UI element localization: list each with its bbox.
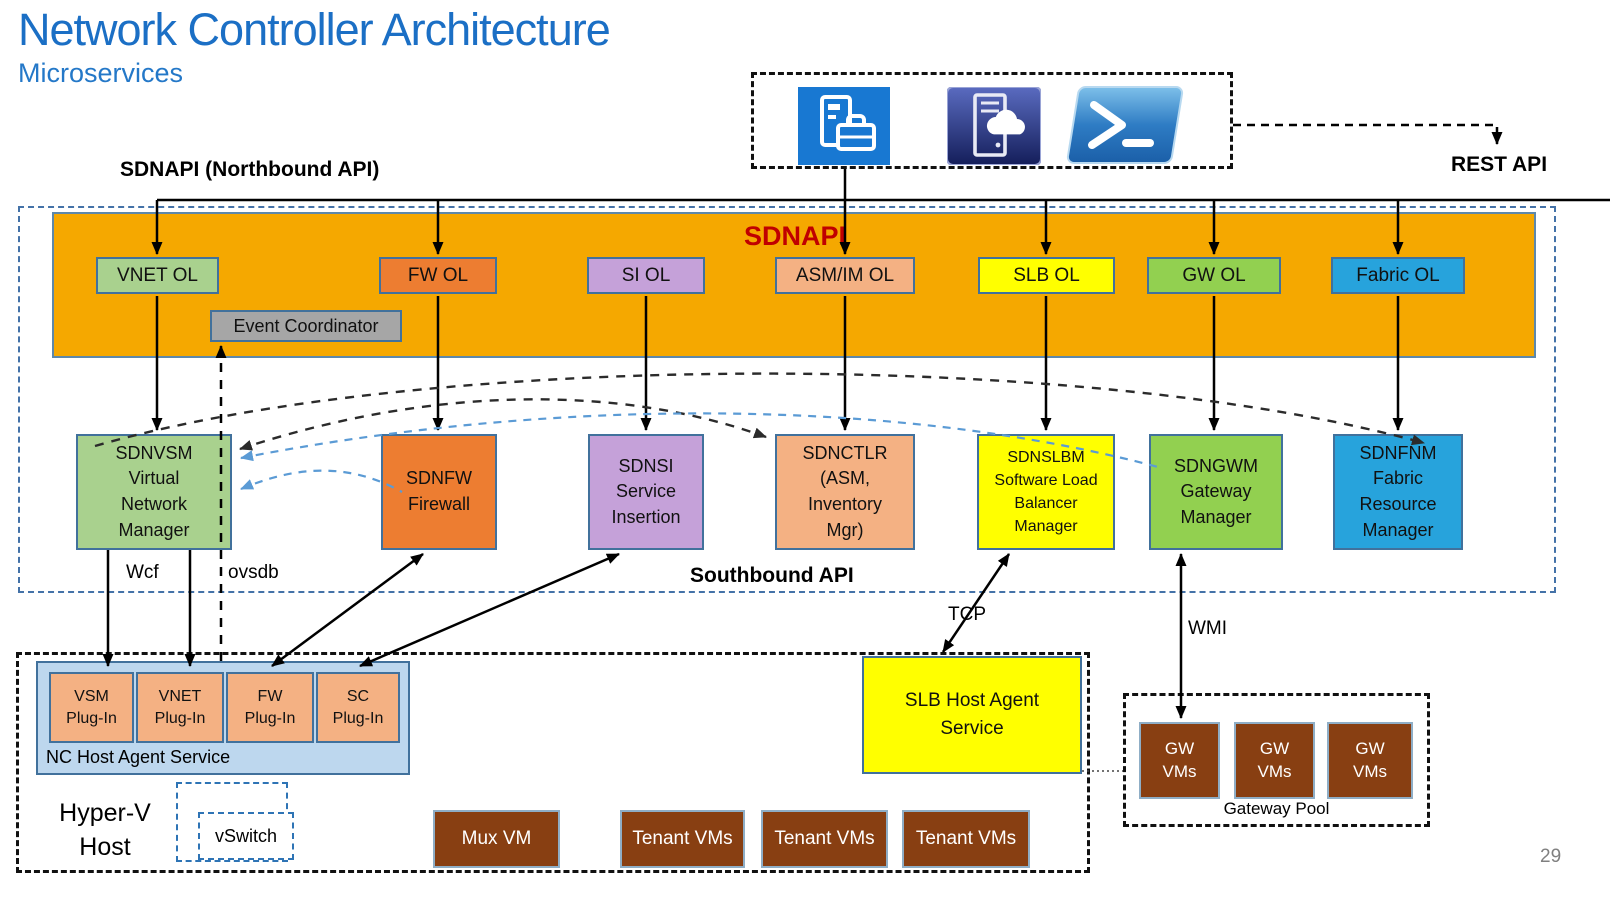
rest-api-label: REST API	[1450, 153, 1548, 176]
node-gw-vms-1: GW VMs	[1139, 722, 1220, 799]
node-slb-ol: SLB OL	[978, 257, 1115, 294]
node-vsm-plugin: VSM Plug-In	[49, 672, 134, 743]
node-sc-plugin: SC Plug-In	[316, 672, 400, 743]
page-number: 29	[1540, 846, 1562, 867]
node-fabric-ol: Fabric OL	[1331, 257, 1465, 294]
node-mux-vm: Mux VM	[433, 810, 560, 868]
hyperv-host-label: Hyper-V Host	[59, 799, 151, 861]
tcp-label: TCP	[948, 604, 986, 625]
node-vnet-plugin: VNET Plug-In	[136, 672, 224, 743]
management-tools-box	[751, 72, 1233, 169]
wcf-label: Wcf	[126, 562, 159, 583]
node-vnet-ol: VNET OL	[96, 257, 219, 294]
node-fw-plugin: FW Plug-In	[226, 672, 314, 743]
northbound-api-label: SDNAPI (Northbound API)	[120, 158, 380, 181]
gateway-pool-label: Gateway Pool	[1223, 799, 1330, 818]
node-tenant-vms-3: Tenant VMs	[902, 810, 1030, 868]
vswitch-box: vSwitch	[198, 812, 294, 860]
node-sdnvsm: SDNVSM Virtual Network Manager	[76, 434, 232, 550]
gateway-pool-box	[1123, 693, 1430, 827]
sdnapi-panel-label: SDNAPI	[743, 220, 846, 251]
wmi-label: WMI	[1188, 618, 1228, 639]
node-gw-ol: GW OL	[1147, 257, 1281, 294]
node-sdnsi: SDNSI Service Insertion	[588, 434, 704, 550]
nc-host-agent-label: NC Host Agent Service	[46, 747, 231, 767]
node-gw-vms-3: GW VMs	[1327, 722, 1413, 799]
node-slb-host-agent: SLB Host Agent Service	[862, 656, 1082, 774]
node-gw-vms-2: GW VMs	[1234, 722, 1315, 799]
node-sdngwm: SDNGWM Gateway Manager	[1149, 434, 1283, 550]
node-sdnfw: SDNFW Firewall	[381, 434, 497, 550]
node-asm-im-ol: ASM/IM OL	[775, 257, 915, 294]
node-tenant-vms-2: Tenant VMs	[761, 810, 888, 868]
node-sdnslbm: SDNSLBM Software Load Balancer Manager	[977, 434, 1115, 550]
node-event-coordinator: Event Coordinator	[210, 310, 402, 342]
rest-api-connector	[1233, 123, 1503, 145]
node-fw-ol: FW OL	[379, 257, 497, 294]
network-controller-boundary	[18, 206, 1556, 593]
page-subtitle: Microservices	[18, 58, 184, 88]
southbound-api-label: Southbound API	[690, 564, 854, 587]
cloud-server-icon	[946, 86, 1042, 166]
node-sdnfnm: SDNFNM Fabric Resource Manager	[1333, 434, 1463, 550]
ovsdb-label: ovsdb	[228, 562, 279, 583]
node-si-ol: SI OL	[587, 257, 705, 294]
node-tenant-vms-1: Tenant VMs	[620, 810, 745, 868]
server-manager-icon	[798, 87, 890, 165]
page-title: Network Controller Architecture	[18, 4, 611, 55]
powershell-icon	[1062, 85, 1186, 165]
node-sdnctlr: SDNCTLR (ASM, Inventory Mgr)	[775, 434, 915, 550]
